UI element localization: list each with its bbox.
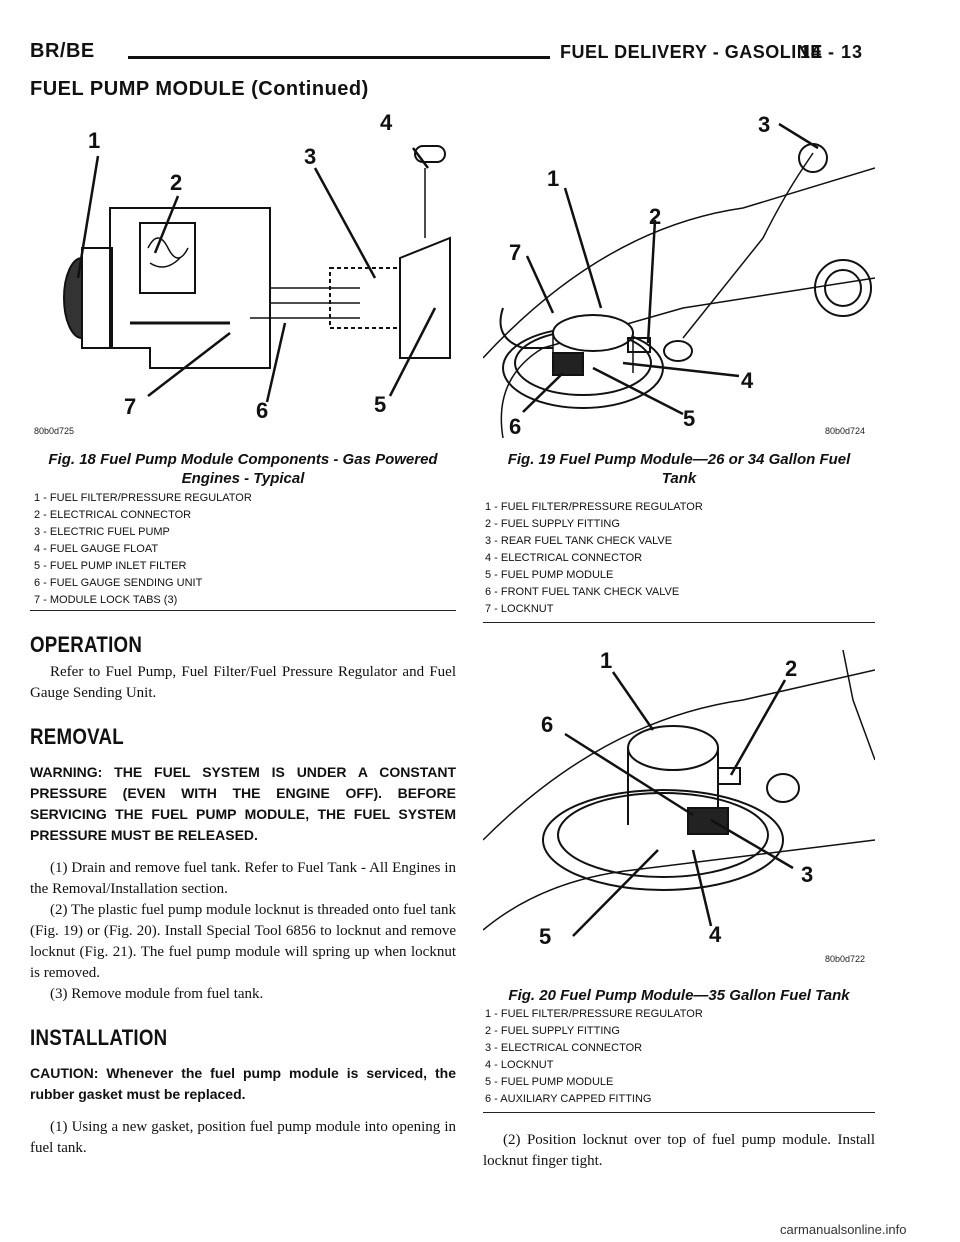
installation-step-2: (2) Position locknut over top of fuel pu… (483, 1132, 875, 1169)
fig18-caption: Fig. 18 Fuel Pump Module Components - Ga… (48, 451, 438, 487)
fig18-callout-6: 6 (256, 398, 268, 423)
fig20-caption: Fig. 20 Fuel Pump Module—35 Gallon Fuel … (508, 987, 850, 1004)
figure-18: 1 2 3 4 5 6 7 80b0d725 Fig. 18 Fuel Pump… (30, 108, 456, 611)
fig18-legend-item: 5 - FUEL PUMP INLET FILTER (34, 560, 187, 572)
fig19-callout-7: 7 (509, 240, 521, 265)
installation-step-1: (1) Using a new gasket, position fuel pu… (30, 1119, 456, 1156)
fig19-callout-1: 1 (547, 166, 559, 191)
fig18-legend: 1 - FUEL FILTER/PRESSURE REGULATOR 2 - E… (34, 490, 252, 609)
left-column-text: OPERATION Refer to Fuel Pump, Fuel Filte… (30, 632, 456, 1159)
removal-step-2: (2) The plastic fuel pump module locknut… (30, 902, 456, 981)
fig18-callout-2: 2 (170, 170, 182, 195)
fig18-legend-item: 7 - MODULE LOCK TABS (3) (34, 594, 178, 606)
fig18-legend-item: 6 - FUEL GAUGE SENDING UNIT (34, 577, 203, 589)
fig19-callout-3: 3 (758, 112, 770, 137)
fig18-callout-7: 7 (124, 394, 136, 419)
fig19-callout-4: 4 (741, 368, 754, 393)
fig19-legend-item: 5 - FUEL PUMP MODULE (485, 569, 614, 581)
fig20-id: 80b0d722 (825, 954, 866, 964)
fig19-callout-5: 5 (683, 406, 695, 431)
fig19-legend-item: 1 - FUEL FILTER/PRESSURE REGULATOR (485, 501, 703, 513)
fig20-legend-item: 5 - FUEL PUMP MODULE (485, 1076, 614, 1088)
fig18-callout-3: 3 (304, 144, 316, 169)
header-page-number: 14 - 13 (800, 42, 864, 62)
fig20-callout-2: 2 (785, 656, 797, 681)
fig18-illustration: 1 2 3 4 5 6 7 (63, 110, 451, 423)
figure-20: 1 2 3 4 5 6 80b0d722 Fig. 20 Fuel Pump M… (483, 640, 875, 1113)
removal-step-1: (1) Drain and remove fuel tank. Refer to… (30, 860, 456, 897)
fig19-caption: Fig. 19 Fuel Pump Module—26 or 34 Gallon… (507, 451, 851, 487)
fig19-callout-6: 6 (509, 414, 521, 439)
fig20-legend-item: 2 - FUEL SUPPLY FITTING (485, 1025, 620, 1037)
fig18-callout-5: 5 (374, 392, 386, 417)
fig18-legend-item: 3 - ELECTRIC FUEL PUMP (34, 526, 170, 538)
removal-warning: WARNING: THE FUEL SYSTEM IS UNDER A CONS… (30, 764, 456, 843)
fig19-legend-item: 4 - ELECTRICAL CONNECTOR (485, 552, 643, 564)
fig19-legend-item: 2 - FUEL SUPPLY FITTING (485, 518, 620, 530)
header-section: FUEL DELIVERY - GASOLINE (560, 42, 823, 62)
fig20-callout-3: 3 (801, 862, 813, 887)
fig20-legend-item: 6 - AUXILIARY CAPPED FITTING (485, 1093, 652, 1105)
fig18-legend-item: 4 - FUEL GAUGE FLOAT (34, 543, 159, 555)
footer-watermark[interactable]: carmanualsonline.info (780, 1222, 907, 1237)
section-continued-title: FUEL PUMP MODULE (Continued) (30, 78, 369, 100)
fig20-legend-item: 1 - FUEL FILTER/PRESSURE REGULATOR (485, 1008, 703, 1020)
fig19-illustration: 1 2 3 4 5 6 7 (483, 112, 875, 439)
fig20-illustration: 1 2 3 4 5 6 (483, 648, 875, 949)
fig18-callout-1: 1 (88, 128, 100, 153)
fig20-legend-item: 4 - LOCKNUT (485, 1059, 554, 1071)
header-rule (128, 56, 550, 59)
fig18-legend-item: 2 - ELECTRICAL CONNECTOR (34, 509, 192, 521)
fig19-id: 80b0d724 (825, 426, 866, 436)
operation-heading: OPERATION (30, 632, 143, 657)
fig20-legend-item: 3 - ELECTRICAL CONNECTOR (485, 1042, 643, 1054)
removal-step-3: (3) Remove module from fuel tank. (50, 986, 264, 1002)
fig18-id: 80b0d725 (34, 426, 75, 436)
header-model: BR/BE (30, 40, 95, 62)
installation-caution: CAUTION: Whenever the fuel pump module i… (30, 1065, 456, 1102)
installation-heading: INSTALLATION (30, 1025, 168, 1050)
fig20-callout-6: 6 (541, 712, 553, 737)
fig20-callout-5: 5 (539, 924, 551, 949)
fig18-callout-4: 4 (380, 110, 393, 135)
fig19-legend-item: 7 - LOCKNUT (485, 603, 554, 615)
fig19-legend: 1 - FUEL FILTER/PRESSURE REGULATOR 2 - F… (485, 499, 703, 618)
removal-heading: REMOVAL (30, 724, 124, 749)
fig18-legend-item: 1 - FUEL FILTER/PRESSURE REGULATOR (34, 492, 252, 504)
fig20-callout-1: 1 (600, 648, 612, 673)
fig19-callout-2: 2 (649, 204, 661, 229)
figure-19: 1 2 3 4 5 6 7 80b0d724 Fig. 19 Fuel Pump… (483, 108, 875, 623)
fig19-legend-item: 6 - FRONT FUEL TANK CHECK VALVE (485, 586, 680, 598)
fig20-legend: 1 - FUEL FILTER/PRESSURE REGULATOR 2 - F… (485, 1006, 703, 1108)
fig19-legend-item: 3 - REAR FUEL TANK CHECK VALVE (485, 535, 673, 547)
operation-text: Refer to Fuel Pump, Fuel Filter/Fuel Pre… (30, 664, 456, 701)
fig20-callout-4: 4 (709, 922, 722, 947)
